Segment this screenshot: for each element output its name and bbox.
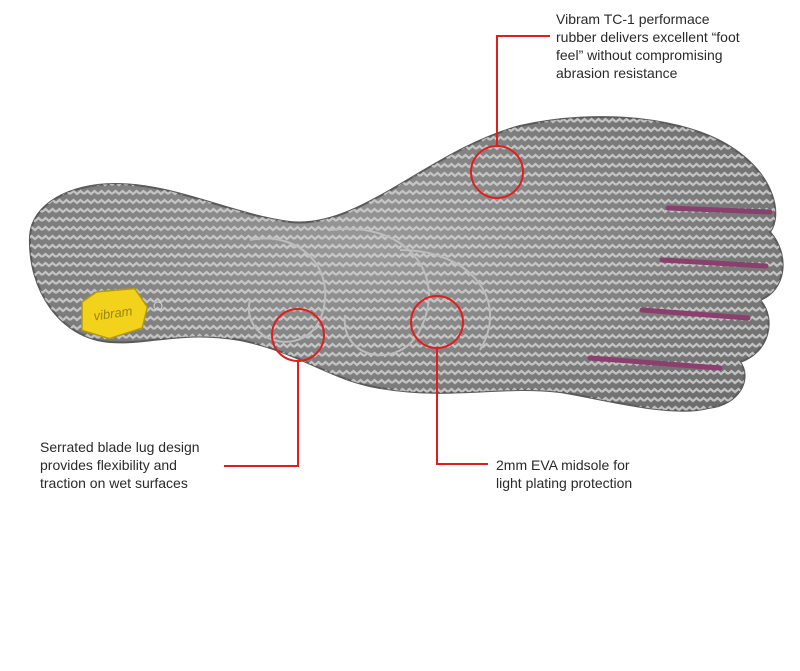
leader-line-lug: [224, 361, 299, 467]
registered-mark: [153, 301, 163, 311]
leader-line-midsole: [436, 348, 488, 465]
leader-line-rubber: [496, 35, 550, 146]
vibram-logo: vibram: [81, 287, 149, 340]
callout-text-midsole: 2mm EVA midsole for light plating protec…: [496, 457, 633, 491]
callout-text-lug: Serrated blade lug design provides flexi…: [40, 439, 200, 491]
leader-lines: [224, 35, 550, 467]
callout-text-rubber: Vibram TC-1 performace rubber delivers e…: [556, 11, 740, 81]
vibram-logo-text: vibram: [93, 303, 134, 323]
toe-slot-2: [659, 257, 769, 269]
vibram-logo-badge: [81, 287, 149, 340]
toe-slot-4: [587, 355, 723, 371]
toe-slot-3: [639, 307, 751, 321]
toe-slots: [587, 205, 773, 371]
toe-slot-1: [665, 205, 773, 215]
